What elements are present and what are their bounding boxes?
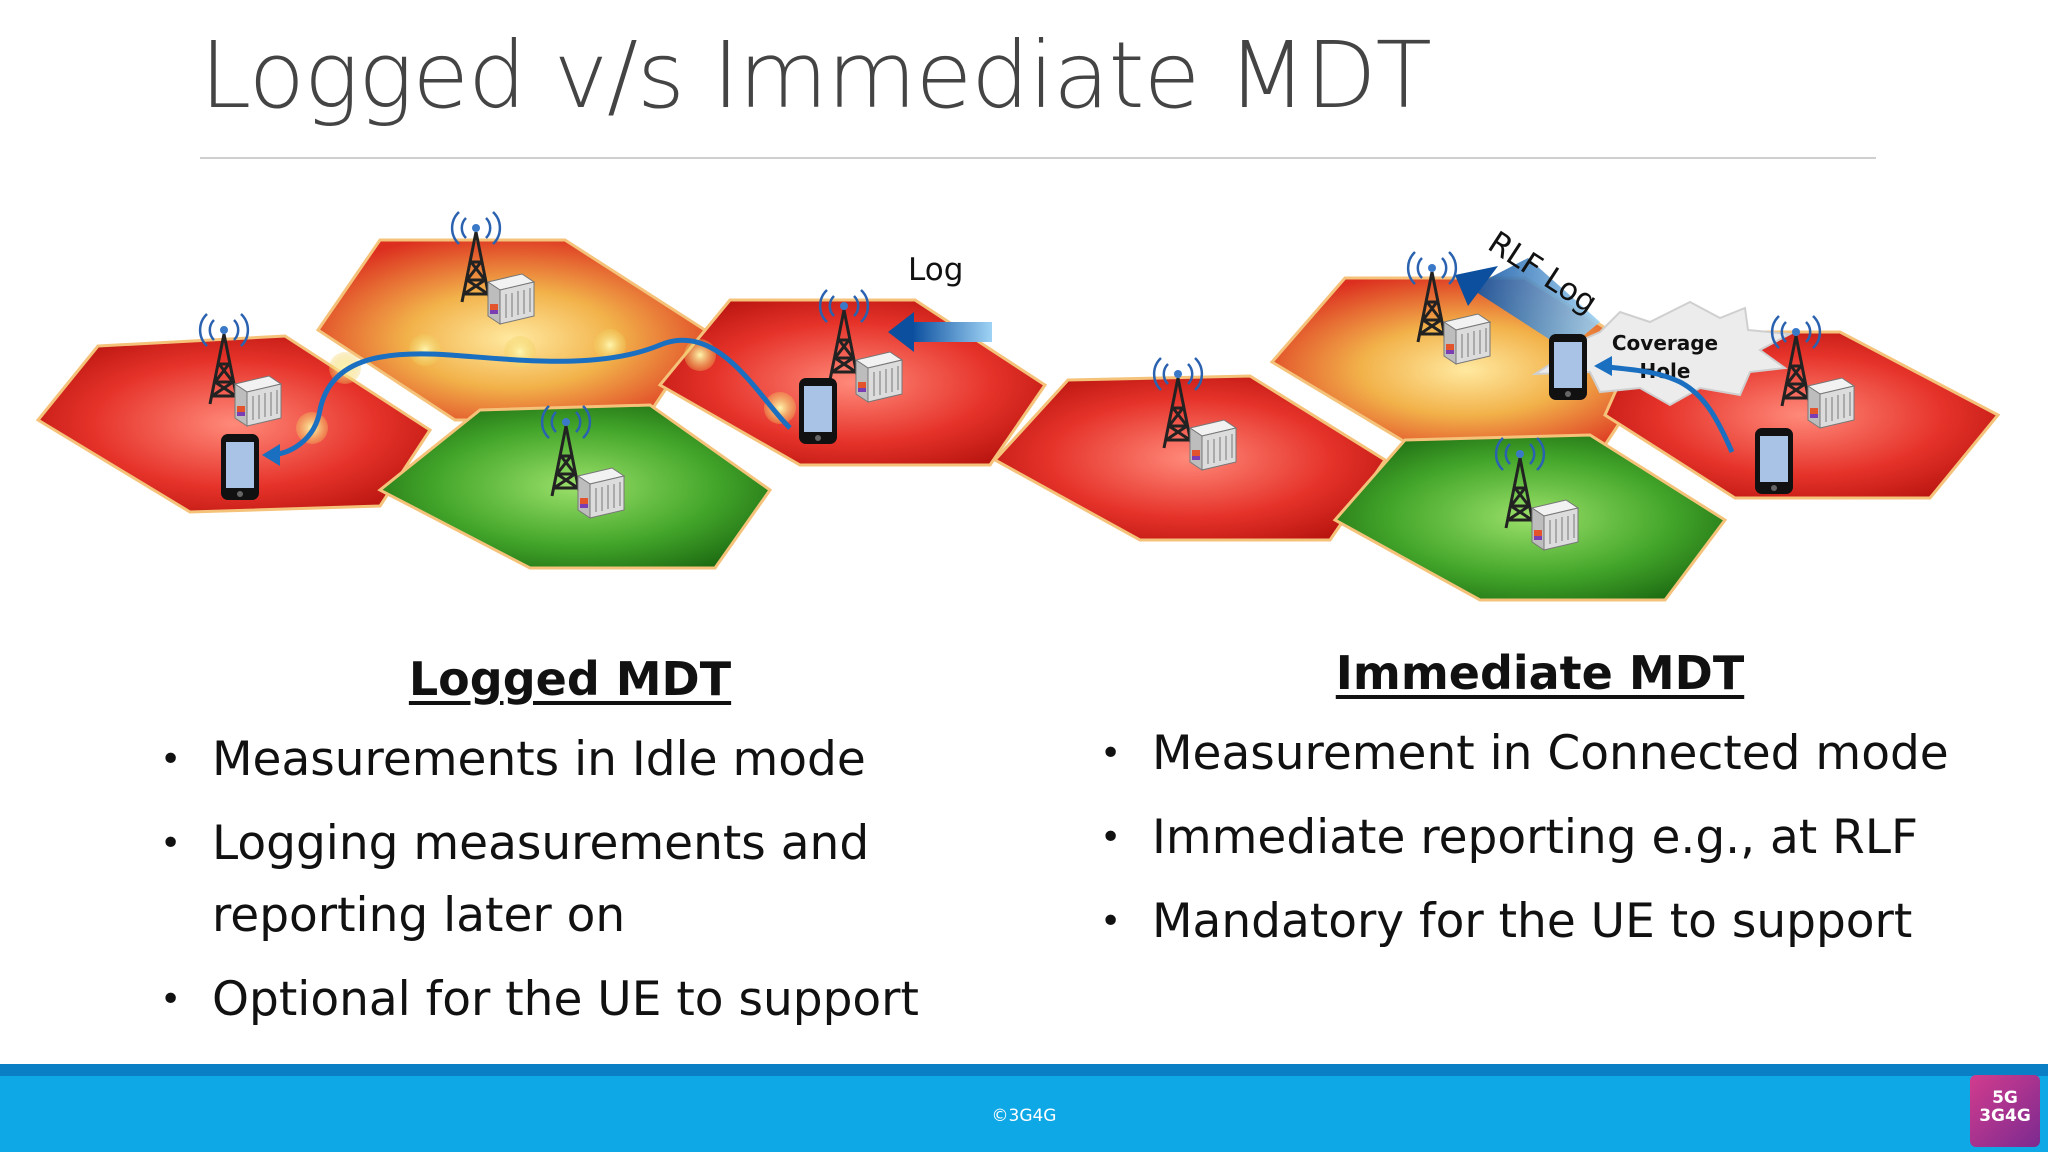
phone-icon xyxy=(799,378,837,444)
logo-line: 3G4G xyxy=(1979,1106,2031,1126)
3g4g-logo: 5G 3G4G xyxy=(1970,1075,2040,1147)
list-item: Mandatory for the UE to support xyxy=(1100,886,2020,958)
logged-ue-track xyxy=(262,337,792,466)
slide-title: Logged v/s Immediate MDT xyxy=(200,22,1432,129)
rlf-log-arrow xyxy=(1455,258,1600,350)
list-item: Immediate reporting e.g., at RLF xyxy=(1100,802,2020,874)
list-item: Measurement in Connected mode xyxy=(1100,718,2020,790)
copyright-text: ©3G4G xyxy=(991,1106,1057,1126)
immediate-mdt-bullets: Measurement in Connected mode Immediate … xyxy=(1100,718,2020,958)
immediate-mdt-heading: Immediate MDT xyxy=(1335,646,1745,700)
logged-mdt-bullets: Measurements in Idle mode Logging measur… xyxy=(160,724,1010,1036)
phone-icon xyxy=(221,434,259,500)
list-item: Logging measurements and reporting later… xyxy=(160,808,1010,952)
phone-icon xyxy=(1755,428,1793,494)
list-item: Measurements in Idle mode xyxy=(160,724,1010,796)
coverage-hole-burst xyxy=(1531,300,1794,407)
logo-line: 5G xyxy=(1992,1088,2018,1108)
list-item: Optional for the UE to support xyxy=(160,964,1010,1036)
coverage-hole-label: Coverage xyxy=(1612,331,1718,355)
logged-mdt-heading: Logged MDT xyxy=(408,652,732,706)
logged-mdt-cells xyxy=(35,238,1048,570)
phone-icon xyxy=(1549,334,1587,400)
immediate-mdt-cells xyxy=(992,276,2001,602)
footer-bar xyxy=(0,1064,2048,1152)
immediate-mdt-section: Immediate MDT Measurement in Connected m… xyxy=(1100,646,2020,958)
logged-mdt-section: Logged MDT Measurements in Idle mode Log… xyxy=(160,652,1010,1036)
log-label: Log xyxy=(908,252,963,288)
logged-log-arrow xyxy=(888,312,992,352)
title-divider xyxy=(200,157,1876,159)
immediate-ue-track xyxy=(1594,356,1735,454)
